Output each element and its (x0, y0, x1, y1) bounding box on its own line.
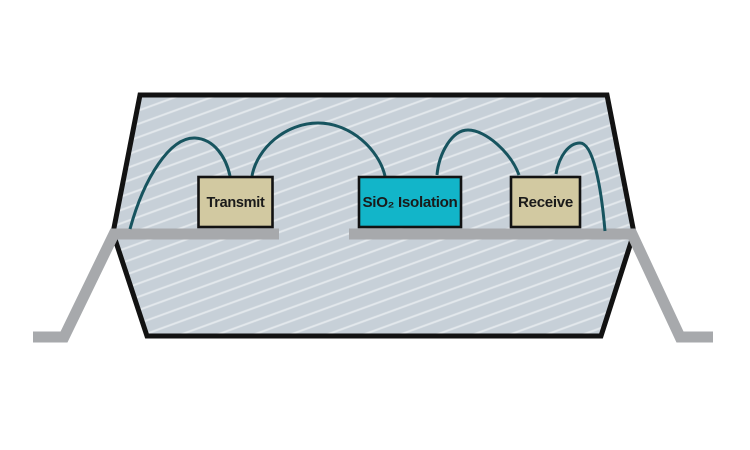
bond-wire-lead-to-transmit (128, 136, 232, 230)
bond-wire-isolation-to-receive (435, 128, 521, 176)
bond-wire-transmit-to-isolation (250, 121, 387, 177)
receive-die: Receive (509, 175, 582, 229)
isolation-die: SiO₂ Isolation (357, 175, 463, 229)
receive-die-box (509, 175, 582, 229)
left-lead (33, 228, 279, 343)
transmit-die: Transmit (197, 175, 274, 229)
transmit-die-box (197, 175, 274, 229)
receive-die-label: Receive (518, 194, 573, 211)
isolation-die-box (357, 175, 463, 229)
isolation-die-label: SiO₂ Isolation (363, 194, 458, 211)
right-lead (349, 228, 713, 343)
transmit-die-label: Transmit (207, 194, 265, 211)
bond-wire-receive-to-lead (554, 141, 607, 232)
